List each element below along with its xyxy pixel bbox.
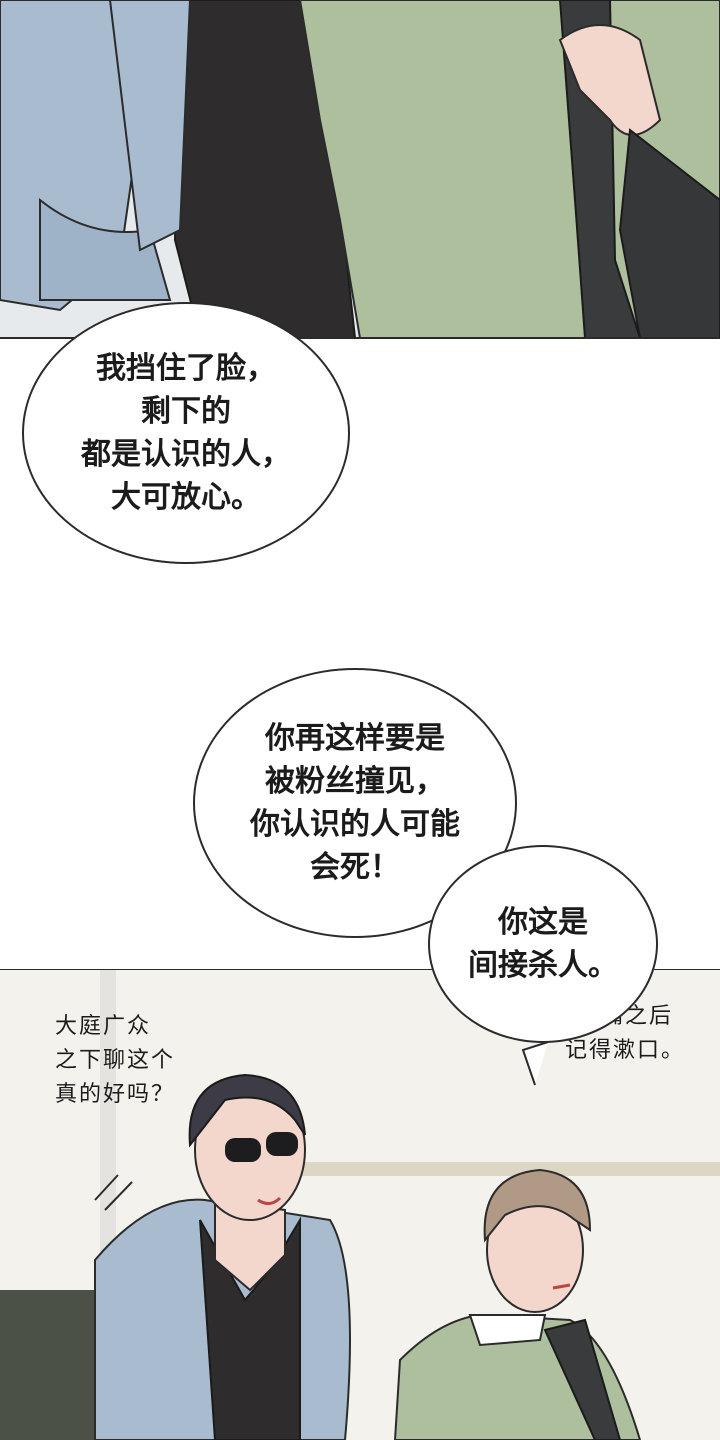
- speech-bubble-1: 我挡住了脸， 剩下的 都是认识的人， 大可放心。: [22, 302, 350, 564]
- bottom-comic-panel: [0, 970, 720, 1440]
- bottom-panel-illustration: [0, 970, 720, 1440]
- panel-border-top: [0, 337, 720, 339]
- speech-bubble-1-text: 我挡住了脸， 剩下的 都是认识的人， 大可放心。: [81, 351, 291, 515]
- speech-bubble-3-text: 你这是 间接杀人。: [468, 905, 618, 983]
- top-panel-illustration: [0, 0, 720, 338]
- speech-bubble-3: 你这是 间接杀人。: [428, 845, 658, 1043]
- top-comic-panel: [0, 0, 720, 338]
- speech-bubble-2-text: 你再这样要是 被粉丝撞见， 你认识的人可能 会死！: [250, 721, 460, 885]
- handwritten-note-left: 大庭广众 之下聊这个 真的好吗？: [55, 1014, 176, 1107]
